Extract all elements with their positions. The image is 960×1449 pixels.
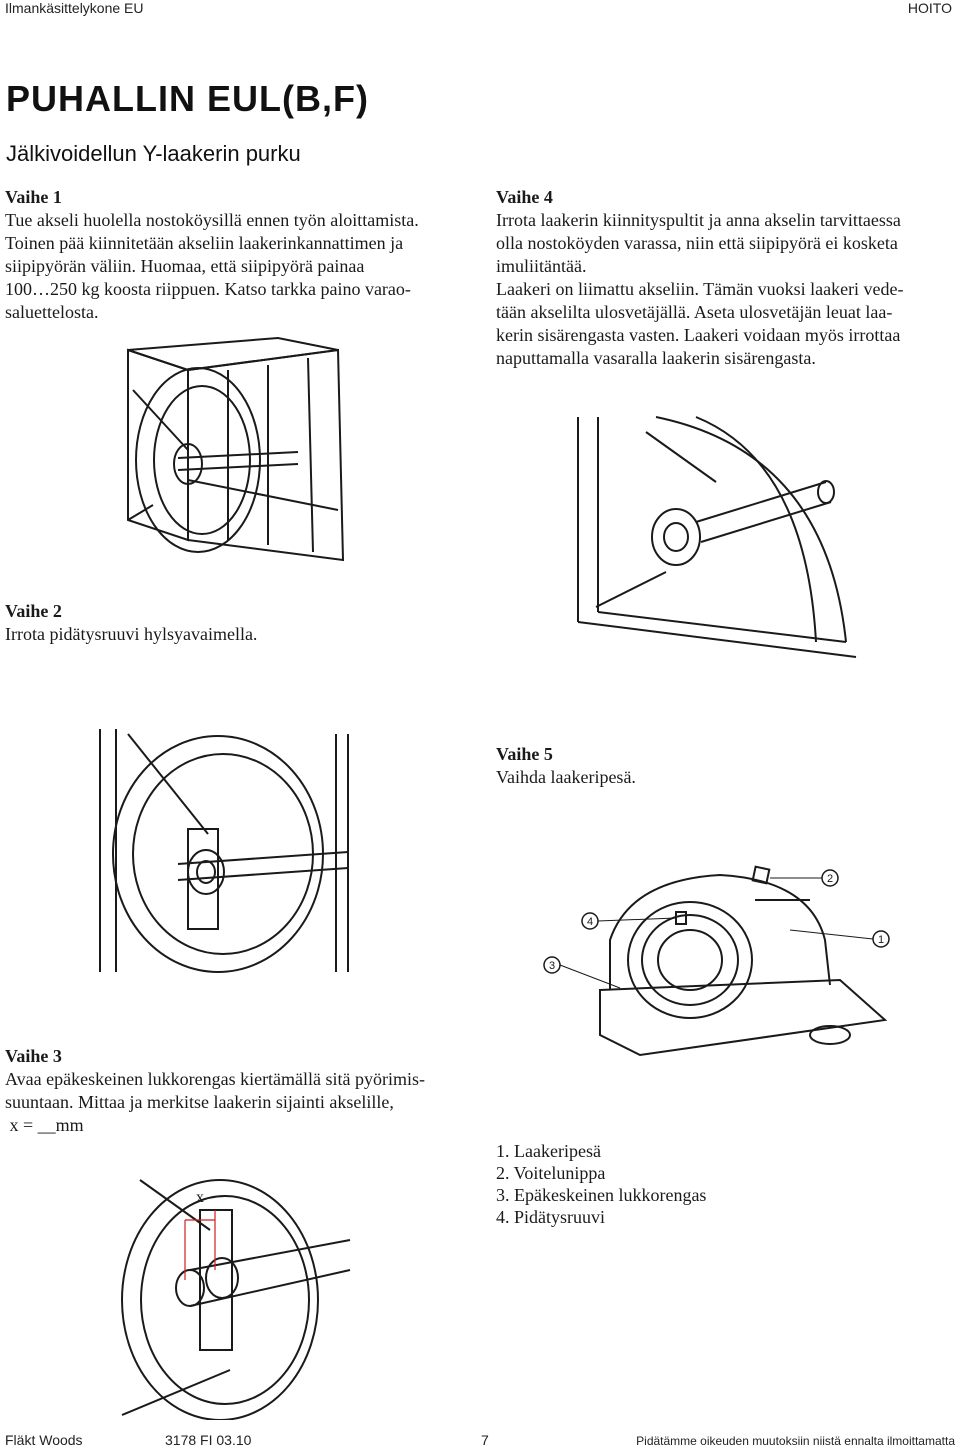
parts-legend: 1. Laakeripesä 2. Voitelunippa 3. Epäkes… — [496, 1140, 706, 1228]
legend-item: 1. Laakeripesä — [496, 1141, 601, 1161]
step-4-line: naputtamalla vasaralla laakerin sisäreng… — [496, 348, 816, 368]
legend-item: 4. Pidätysruuvi — [496, 1207, 606, 1227]
page-subtitle: Jälkivoidellun Y-laakerin purku — [6, 141, 301, 166]
step-5-heading: Vaihe 5 — [496, 744, 553, 764]
step-1-line: Tue akseli huolella nostoköysillä ennen … — [5, 210, 419, 230]
step-4-line: tään akselilta ulosvetäjällä. Aseta ulos… — [496, 302, 893, 322]
footer-doc-number: 3178 FI 03.10 — [165, 1432, 252, 1448]
step-3-line: x = __mm — [5, 1115, 84, 1135]
step-4: Vaihe 4 Irrota laakerin kiinnityspultit … — [496, 186, 956, 370]
step-1-line: saluettelosta. — [5, 302, 99, 322]
step-5: Vaihe 5 Vaihda laakeripesä. — [496, 743, 956, 789]
step-2: Vaihe 2 Irrota pidätysruuvi hylsyavaimel… — [5, 600, 475, 646]
step-1: Vaihe 1 Tue akseli huolella nostoköysill… — [5, 186, 475, 324]
step-5-line: Vaihda laakeripesä. — [496, 767, 636, 787]
footer-page-number: 7 — [481, 1432, 489, 1448]
callout-1: 1 — [878, 934, 884, 946]
step-2-heading: Vaihe 2 — [5, 601, 62, 621]
bearing-housing-figure: 1 2 3 4 — [543, 865, 890, 1057]
callout-3: 3 — [549, 960, 555, 972]
callout-4: 4 — [587, 916, 593, 928]
step-1-heading: Vaihe 1 — [5, 187, 62, 207]
callout-2: 2 — [827, 873, 833, 885]
step-3-heading: Vaihe 3 — [5, 1046, 62, 1066]
bearing-removal-figure — [577, 416, 857, 658]
step-3: Vaihe 3 Avaa epäkeskeinen lukkorengas ki… — [5, 1045, 475, 1137]
step-4-line: olla nostoköyden varassa, niin että siip… — [496, 233, 898, 253]
x-measure-label: x — [196, 1189, 204, 1206]
step-1-line: Toinen pää kiinnitetään akseliin laakeri… — [5, 233, 404, 253]
step-4-line: Irrota laakerin kiinnityspultit ja anna … — [496, 210, 901, 230]
footer-brand: Fläkt Woods — [5, 1432, 83, 1448]
locking-ring-figure: x — [121, 1179, 351, 1420]
legend-item: 3. Epäkeskeinen lukkorengas — [496, 1185, 707, 1205]
set-screw-figure — [99, 729, 349, 973]
step-3-line: suuntaan. Mittaa ja merkitse laakerin si… — [5, 1092, 394, 1112]
step-1-line: siipipyörän väliin. Huomaa, että siipipy… — [5, 256, 365, 276]
page-title: PUHALLIN EUL(B,F) — [6, 78, 369, 119]
step-3-line: Avaa epäkeskeinen lukkorengas kiertämäll… — [5, 1069, 426, 1089]
step-4-line: imuliitäntää. — [496, 256, 587, 276]
step-2-line: Irrota pidätysruuvi hylsyavaimella. — [5, 624, 258, 644]
step-4-heading: Vaihe 4 — [496, 187, 553, 207]
legend-item: 2. Voitelunippa — [496, 1163, 606, 1183]
header-section: HOITO — [907, 0, 952, 16]
header-doc-title: Ilmankäsittelykone EU — [5, 0, 144, 16]
step-1-line: 100…250 kg koosta riippuen. Katso tarkka… — [5, 279, 411, 299]
footer-notice: Pidätämme oikeuden muutoksiin niistä enn… — [636, 1434, 955, 1448]
step-4-line: Laakeri on liimattu akseliin. Tämän vuok… — [496, 279, 904, 299]
step-4-line: kerin sisärengasta vasten. Laakeri voida… — [496, 325, 901, 345]
fan-housing-figure — [127, 336, 345, 562]
